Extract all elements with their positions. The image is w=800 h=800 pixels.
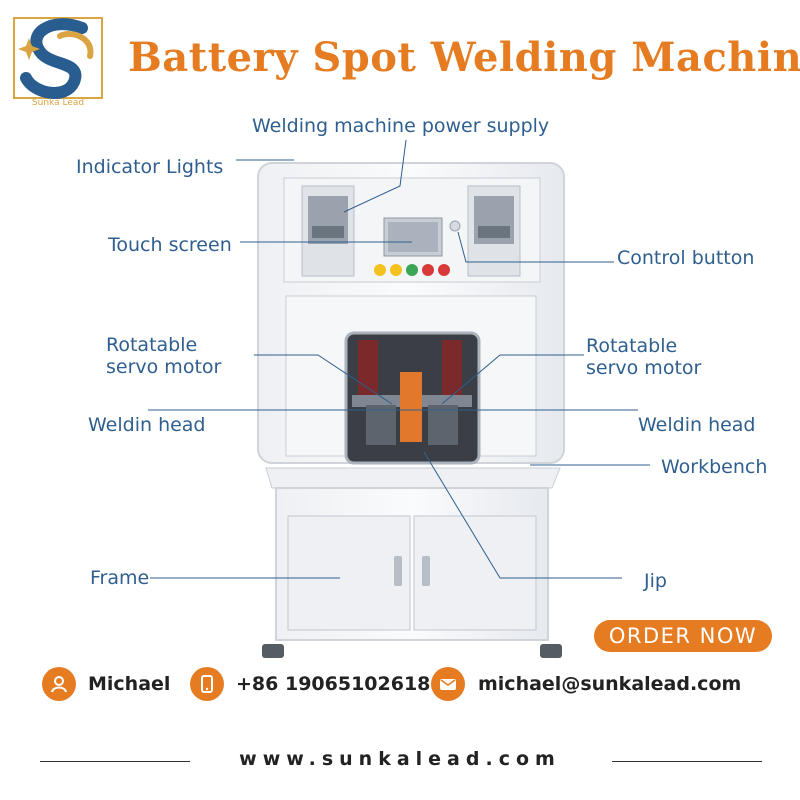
label-weldin-head-left: Weldin head xyxy=(88,414,206,436)
label-jip: Jip xyxy=(644,570,667,592)
footer-rule-left xyxy=(40,761,190,762)
label-rotatable-servo-right: Rotatable servo motor xyxy=(586,335,702,379)
label-rotatable-servo-left: Rotatable servo motor xyxy=(106,334,222,378)
sunka-lead-logo xyxy=(13,17,103,99)
label-weldin-head-right: Weldin head xyxy=(638,414,756,436)
person-icon xyxy=(42,667,76,701)
label-workbench: Workbench xyxy=(661,456,768,478)
mail-icon xyxy=(431,667,465,701)
contact-name: Michael xyxy=(88,673,171,695)
label-indicator-lights: Indicator Lights xyxy=(76,156,224,178)
order-now-button[interactable]: ORDER NOW xyxy=(594,620,772,652)
label-power-supply: Welding machine power supply xyxy=(252,115,550,137)
label-control-button: Control button xyxy=(617,247,755,269)
page-title: Battery Spot Welding Machine xyxy=(128,34,800,81)
footer-rule-right xyxy=(612,761,762,762)
label-frame: Frame xyxy=(90,567,150,589)
label-touch-screen: Touch screen xyxy=(108,234,232,256)
website-link[interactable]: www.sunkalead.com xyxy=(239,748,561,770)
contact-email[interactable]: michael@sunkalead.com xyxy=(478,673,742,695)
phone-icon xyxy=(190,667,224,701)
contact-phone[interactable]: +86 19065102618 xyxy=(236,673,431,695)
logo-text: Sunka Lead xyxy=(31,98,85,108)
